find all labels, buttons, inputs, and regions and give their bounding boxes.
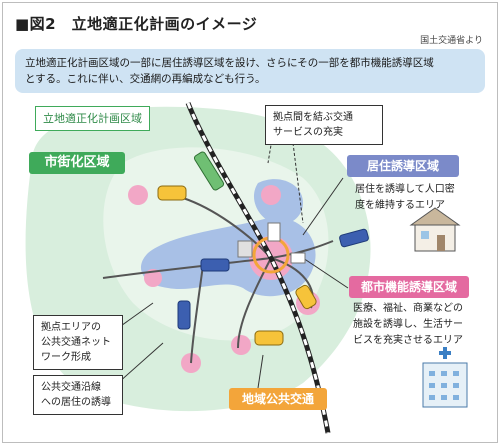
taxi-icon	[295, 284, 317, 310]
building-icon	[267, 222, 281, 242]
source-credit: 国土交通省より	[420, 36, 483, 46]
hub-connection-callout: 拠点間を結ぶ交通 サービスの充実	[265, 105, 383, 145]
road	[237, 257, 272, 349]
road	[102, 240, 334, 279]
railway-ties	[186, 102, 330, 434]
hub-transit-line-2: 公共交通ネット	[41, 337, 111, 348]
diagram-frame: ■図2 立地適正化計画のイメージ 国土交通省より 立地適正化計画区域の一部に居住…	[2, 2, 498, 443]
residential-zone-label: 居住誘導区域	[347, 155, 459, 177]
callout-line	[117, 302, 154, 329]
building-icon	[290, 252, 306, 264]
callout-line	[302, 177, 344, 236]
urban-function-desc-line-3: ビスを充実させるエリア	[353, 335, 463, 346]
road	[190, 264, 204, 364]
hospital-windows	[429, 371, 459, 400]
callout-line	[302, 257, 349, 289]
callout-line	[117, 342, 164, 384]
road	[182, 197, 272, 259]
transit-residence-line-1: 公共交通沿線	[41, 382, 101, 393]
transit-residence-line-2: への居住の誘導	[41, 397, 111, 408]
house-window	[421, 231, 429, 239]
train-icon	[193, 151, 225, 191]
urban-function-zone-label: 都市機能誘導区域	[349, 276, 469, 298]
regional-transit-label: 地域公共交通	[229, 388, 327, 410]
bus-icon	[339, 228, 369, 248]
residential-desc-line-1: 居住を誘導して人口密	[355, 184, 455, 195]
hub-transit-network-callout: 拠点エリアの 公共交通ネット ワーク形成	[33, 315, 123, 370]
hub-transit-line-3: ワーク形成	[41, 352, 91, 363]
urban-function-zone-sw2	[144, 269, 162, 287]
residential-zone-description: 居住を誘導して人口密 度を維持するエリア	[355, 182, 455, 214]
urban-function-zone-description: 医療、福祉、商業などの 施設を誘導し、生活サー ビスを充実させるエリア	[353, 301, 463, 349]
urban-function-desc-line-2: 施設を誘導し、生活サー	[353, 319, 463, 330]
planning-area-label: 立地適正化計画区域	[35, 106, 150, 131]
description-box: 立地適正化計画区域の一部に居住誘導区域を設け、さらにその一部を都市機能誘導区域 …	[15, 49, 485, 93]
hospital-cross	[443, 347, 447, 359]
urban-function-desc-line-1: 医療、福祉、商業などの	[353, 303, 463, 314]
hub-connection-line-2: サービスの充実	[273, 127, 343, 138]
planning-area-text: 立地適正化計画区域	[43, 112, 142, 125]
taxi-icon	[254, 330, 284, 346]
residential-desc-line-2: 度を維持するエリア	[355, 200, 445, 211]
transit-residence-callout: 公共交通沿線 への居住の誘導	[33, 375, 123, 415]
hub-transit-line-1: 拠点エリアの	[41, 322, 101, 333]
description-line-2: とする。これに伴い、交通網の再編成なども行う。	[25, 73, 266, 85]
bus-icon	[200, 258, 230, 272]
urban-function-zone-west	[128, 185, 148, 205]
building-icon	[237, 240, 253, 258]
taxi-icon	[157, 185, 187, 201]
description-line-1: 立地適正化計画区域の一部に居住誘導区域を設け、さらにその一部を都市機能誘導区域	[25, 57, 434, 69]
bus-icon	[177, 300, 191, 330]
urban-function-zone-south	[231, 335, 251, 355]
callout-line	[257, 354, 264, 389]
house-door	[437, 235, 445, 251]
urban-function-zone-north	[261, 185, 281, 205]
urbanization-area-label: 市街化区域	[29, 152, 125, 174]
page-title: ■図2 立地適正化計画のイメージ	[15, 15, 258, 33]
callout-line	[292, 142, 304, 224]
hub-connection-line-1: 拠点間を結ぶ交通	[273, 112, 353, 123]
